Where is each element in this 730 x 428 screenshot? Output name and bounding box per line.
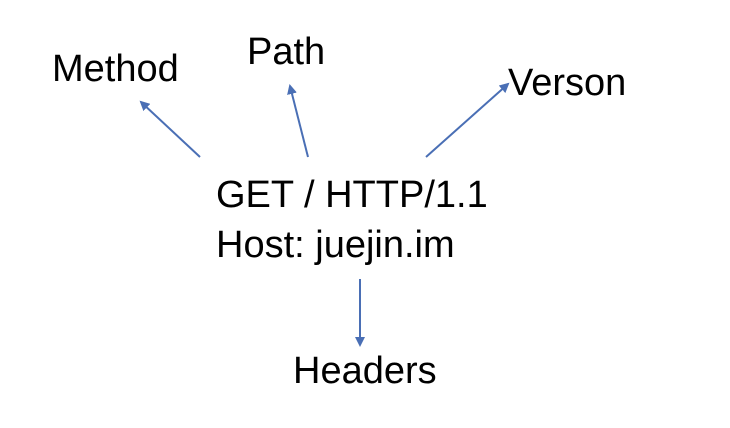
arrow-to-version <box>425 82 510 158</box>
host-header-line: Host: juejin.im <box>216 224 455 266</box>
request-line: GET / HTTP/1.1 <box>216 174 488 216</box>
http-request-text: GET / HTTP/1.1 Host: juejin.im <box>216 170 488 270</box>
headers-label: Headers <box>293 350 437 392</box>
version-label: Verson <box>508 62 627 104</box>
arrow-to-method <box>139 100 201 158</box>
method-label: Method <box>52 48 179 90</box>
path-label: Path <box>247 31 326 73</box>
arrow-to-path <box>287 84 309 158</box>
